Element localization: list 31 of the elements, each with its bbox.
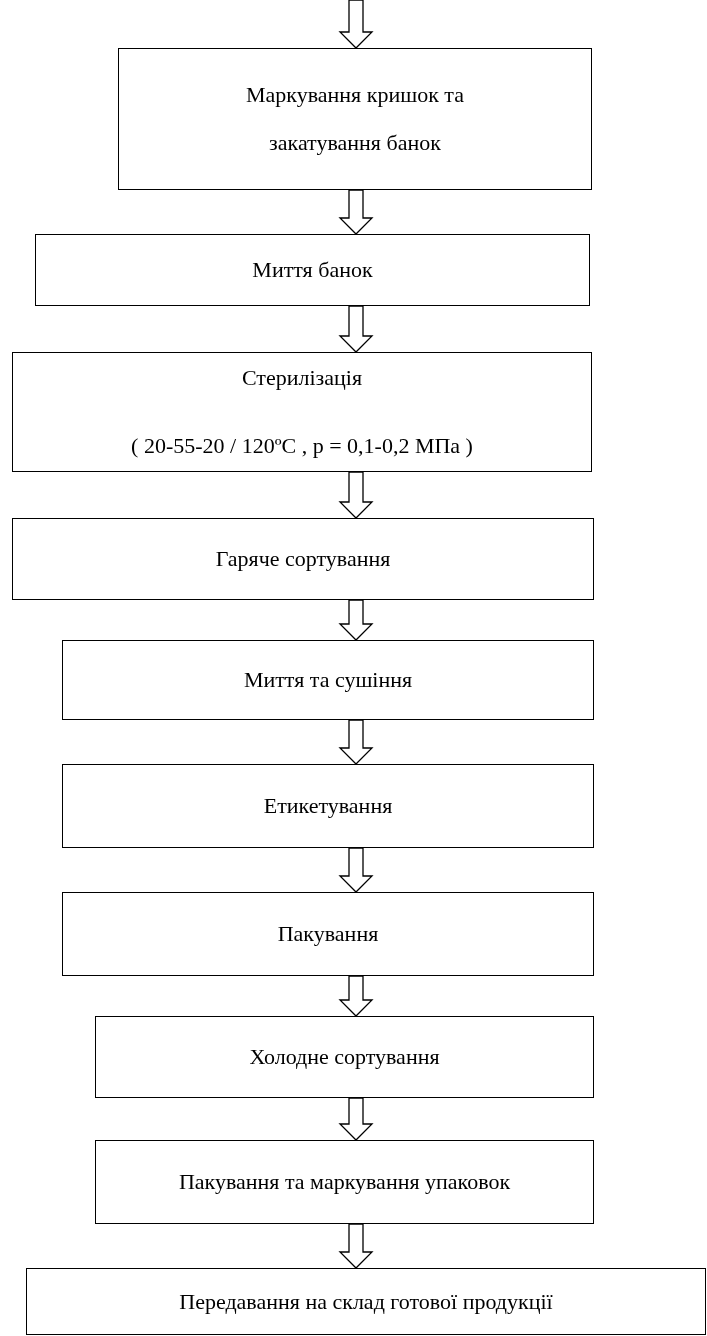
box-text: Маркування кришок та закатування банок (245, 81, 465, 157)
box-text: Стерилізація (241, 364, 363, 392)
process-box (95, 1140, 594, 1224)
hollow-arrow (338, 1223, 374, 1269)
box-text: Пакування та маркування упаковок (178, 1168, 511, 1196)
process-box (95, 1016, 594, 1098)
box-text: Пакування (277, 920, 379, 948)
process-box (12, 352, 592, 472)
hollow-arrow (338, 847, 374, 893)
process-box (62, 640, 594, 720)
process-box (26, 1268, 706, 1335)
process-box (62, 892, 594, 976)
box-text: Миття банок (252, 256, 373, 284)
process-box (12, 518, 594, 600)
box-text: Гаряче сортування (215, 545, 391, 573)
box-text: Етикетування (263, 792, 393, 820)
box-text: Миття та сушіння (243, 666, 413, 694)
process-box (62, 764, 594, 848)
hollow-arrow (338, 0, 374, 49)
box-text: Передавання на склад готової продукції (179, 1287, 553, 1316)
box-text: Холодне сортування (249, 1043, 440, 1071)
hollow-arrow (338, 975, 374, 1017)
hollow-arrow (338, 719, 374, 765)
hollow-arrow (338, 599, 374, 641)
hollow-arrow (338, 471, 374, 519)
process-box (35, 234, 590, 306)
hollow-arrow (338, 305, 374, 353)
box-text: ( 20-55-20 / 120ºC , p = 0,1-0,2 МПа ) (131, 432, 473, 460)
process-box (118, 48, 592, 190)
hollow-arrow (338, 189, 374, 235)
hollow-arrow (338, 1097, 374, 1141)
